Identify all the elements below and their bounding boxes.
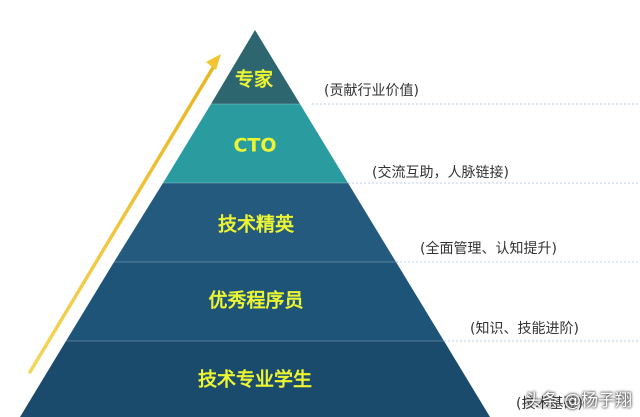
tier-elite-note: (全面管理、认知提升) xyxy=(420,241,557,257)
growth-arrow-icon xyxy=(28,54,221,374)
tier-cto-shape xyxy=(163,104,348,183)
tier-expert-label: 专家 xyxy=(235,68,274,91)
tier-elite-shape xyxy=(114,183,396,262)
tier-student-note: (技术基础) xyxy=(516,396,583,412)
tier-cto-note: (交流互助，人脉链接) xyxy=(372,165,509,181)
tier-cto-label: CTO xyxy=(233,135,276,157)
watermark: 头条 @杨子翔 xyxy=(524,391,632,411)
tier-expert-note: (贡献行业价值) xyxy=(324,83,419,99)
tier-programmer-label: 优秀程序员 xyxy=(208,289,303,312)
tier-elite-label: 技术精英 xyxy=(218,213,295,236)
tier-student-shape xyxy=(20,341,490,417)
tier-expert-shape xyxy=(211,30,300,104)
tier-programmer-shape xyxy=(66,262,444,341)
tier-student-label: 技术专业学生 xyxy=(198,368,312,391)
tier-programmer-note: (知识、技能进阶) xyxy=(470,321,579,337)
